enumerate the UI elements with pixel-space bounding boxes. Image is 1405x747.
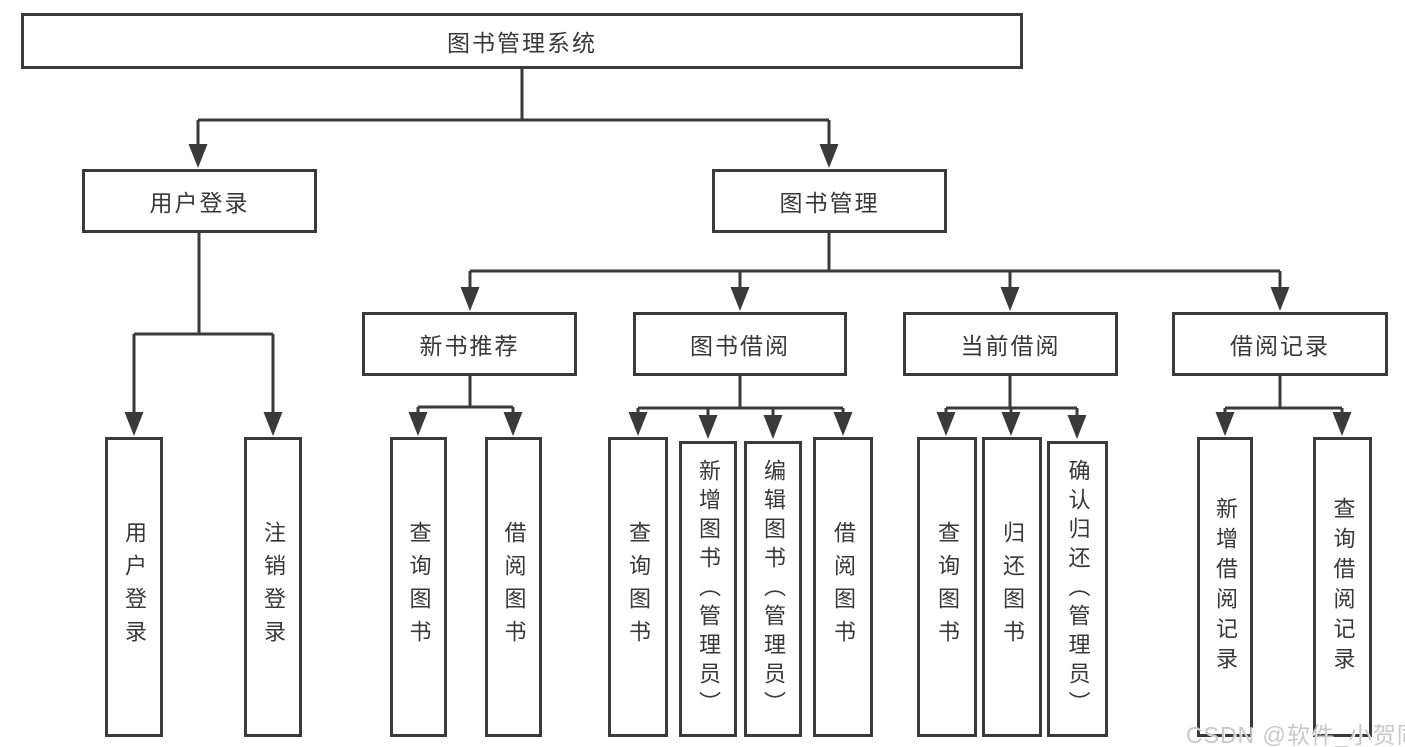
leaf-query-books-borrow-label: 查询图书: [626, 521, 651, 653]
leaf-return-books-label: 归还图书: [1000, 521, 1025, 653]
leaf-borrow-books-label: 借阅图书: [831, 521, 856, 653]
node-current-borrow-label: 当前借阅: [960, 333, 1061, 359]
leaf-user-login: 用户登录: [105, 437, 163, 737]
leaf-logout-label: 注销登录: [261, 521, 286, 653]
leaf-logout: 注销登录: [244, 437, 302, 737]
node-book-borrow: 图书借阅: [633, 312, 847, 376]
leaf-borrow-books-recommend-label: 借阅图书: [501, 521, 527, 653]
node-borrow-records: 借阅记录: [1172, 312, 1388, 376]
arrowhead-icons: [124, 144, 1352, 439]
leaf-query-books-current: 查询图书: [917, 437, 977, 737]
leaf-add-book-admin: 新增图书（管理员）: [679, 441, 737, 737]
node-book-borrow-label: 图书借阅: [690, 333, 790, 359]
leaf-confirm-return-admin-label: 确认归还（管理员）: [1065, 458, 1091, 720]
leaf-add-borrow-record: 新增借阅记录: [1197, 437, 1253, 737]
leaf-edit-book-admin-label: 编辑图书（管理员）: [761, 458, 786, 720]
leaf-query-books-current-label: 查询图书: [935, 521, 960, 653]
leaf-query-borrow-record: 查询借阅记录: [1313, 437, 1372, 737]
leaf-add-borrow-record-label: 新增借阅记录: [1213, 497, 1238, 677]
node-new-book-recommend: 新书推荐: [362, 312, 577, 376]
node-current-borrow: 当前借阅: [903, 312, 1118, 376]
leaf-borrow-books: 借阅图书: [813, 437, 873, 737]
leaf-query-books-recommend: 查询图书: [390, 437, 447, 737]
leaf-add-book-admin-label: 新增图书（管理员）: [696, 458, 721, 720]
node-book-management-label: 图书管理: [779, 190, 880, 216]
leaf-confirm-return-admin: 确认归还（管理员）: [1047, 441, 1108, 737]
node-book-management: 图书管理: [712, 169, 947, 233]
tree-edges: [132, 69, 1344, 420]
node-root-label: 图书管理系统: [447, 30, 597, 56]
node-root-system: 图书管理系统: [21, 13, 1023, 69]
leaf-edit-book-admin: 编辑图书（管理员）: [744, 441, 802, 737]
leaf-user-login-label: 用户登录: [122, 521, 147, 653]
watermark: CSDN @软件_小贺同学: [1186, 722, 1405, 747]
leaf-query-borrow-record-label: 查询借阅记录: [1330, 497, 1356, 677]
node-new-book-recommend-label: 新书推荐: [419, 333, 520, 359]
leaf-borrow-books-recommend: 借阅图书: [485, 437, 542, 737]
leaf-query-books-recommend-label: 查询图书: [406, 521, 432, 653]
leaf-query-books-borrow: 查询图书: [608, 437, 668, 737]
leaf-return-books: 归还图书: [982, 437, 1042, 737]
node-user-login: 用户登录: [82, 169, 317, 233]
node-user-login-label: 用户登录: [149, 190, 250, 216]
node-borrow-records-label: 借阅记录: [1230, 333, 1330, 359]
